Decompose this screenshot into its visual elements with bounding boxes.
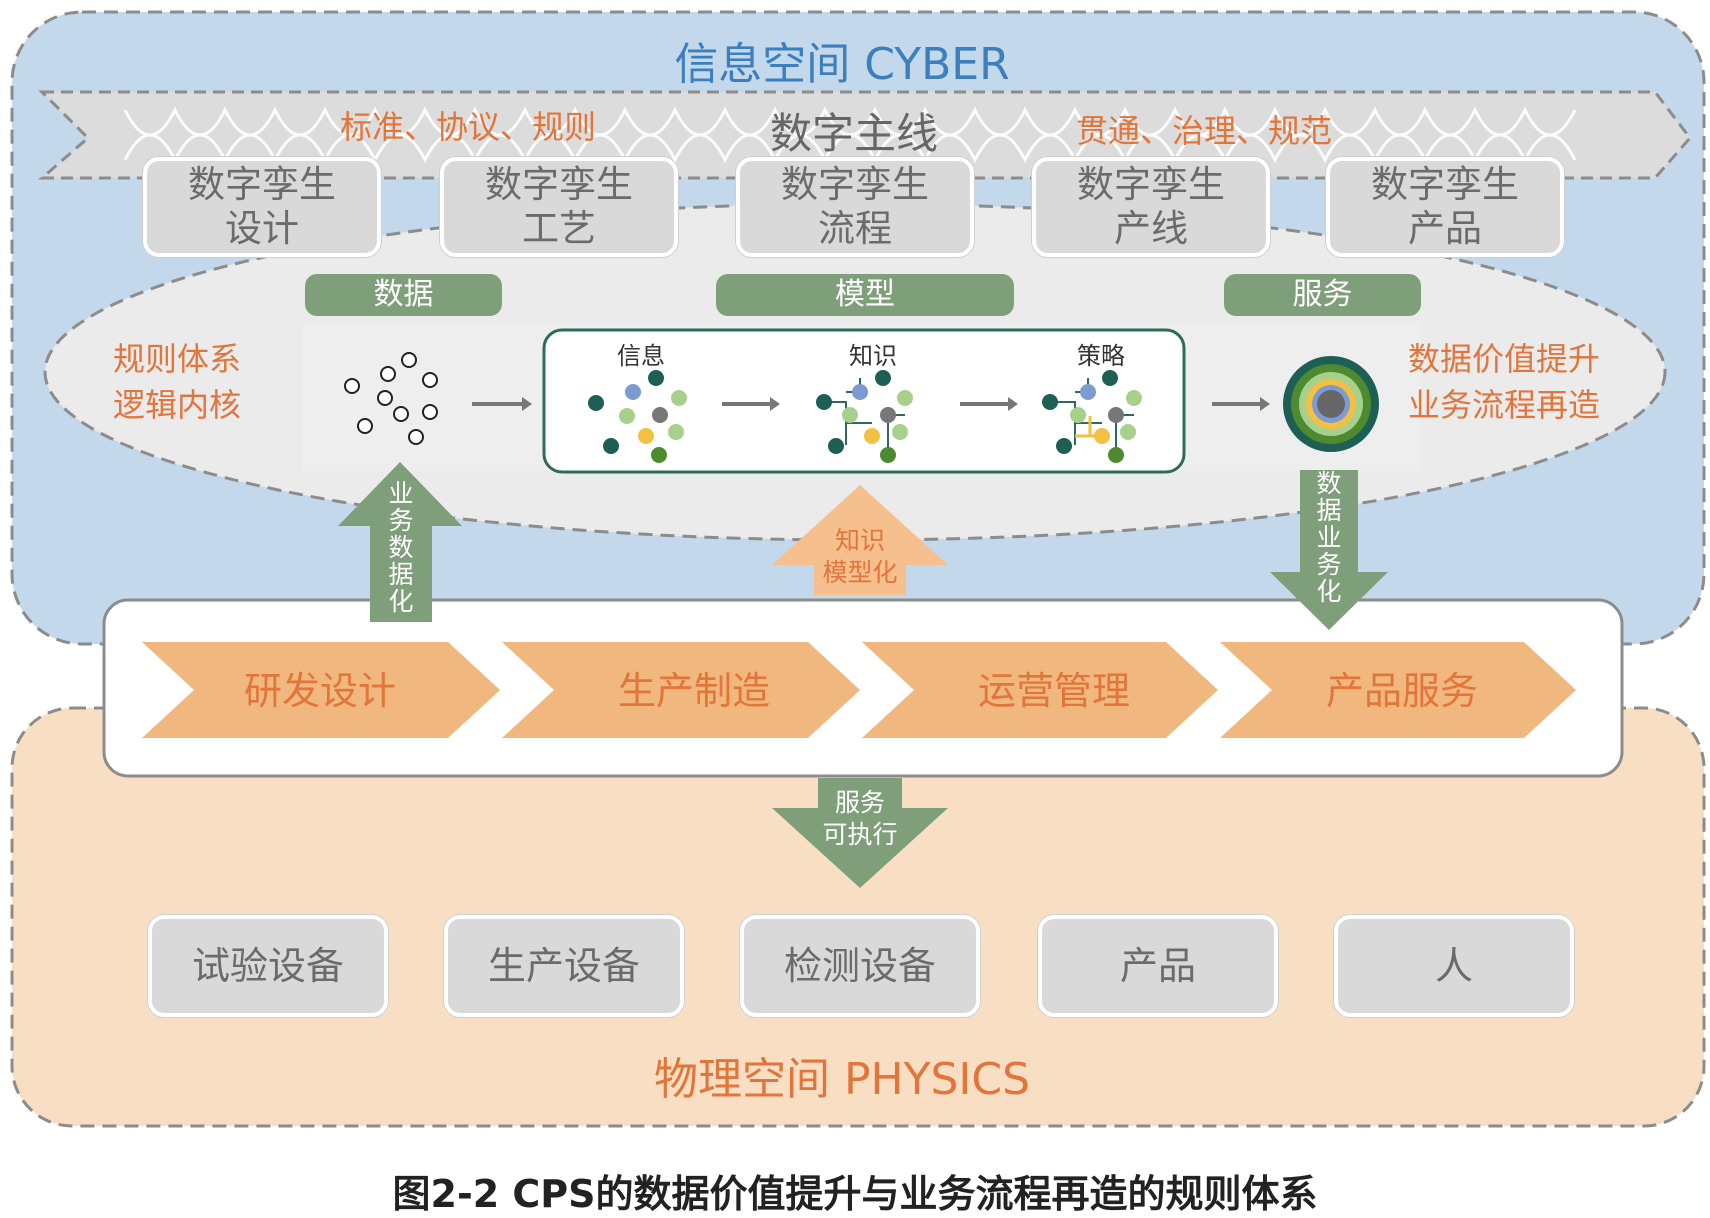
right-core-text: 数据价值提升 业务流程再造 xyxy=(1408,336,1600,428)
knowledge-model-line2: 模型化 xyxy=(822,558,898,587)
left-core-text: 规则体系 逻辑内核 xyxy=(113,336,241,428)
arrowhead xyxy=(522,397,532,411)
knowledge-model-arrow xyxy=(772,485,948,595)
twin-line: 数字孪生 产线 xyxy=(1032,157,1270,257)
cyber-title: 信息空间 CYBER xyxy=(674,39,1010,90)
dna-helix-pattern xyxy=(123,106,1577,164)
raw-data-icon xyxy=(344,352,438,445)
process-manufacturing: 生产制造 xyxy=(617,669,770,713)
info-graph-icon xyxy=(588,370,687,463)
twin-flow: 数字孪生 流程 xyxy=(736,157,974,257)
service-exec-line1: 服务 xyxy=(834,788,885,817)
knowledge-model-label: 知识 模型化 xyxy=(790,525,930,589)
twin-label-1: 数字孪生 xyxy=(1077,163,1225,206)
business-to-data-label: 业务数据化 xyxy=(388,479,414,616)
stage-frame xyxy=(542,328,1186,474)
process-rd: 研发设计 xyxy=(243,669,396,713)
pill-model: 模型 xyxy=(716,274,1014,316)
physics-title: 物理空间 PHYSICS xyxy=(653,1054,1031,1105)
twin-label-2: 产品 xyxy=(1408,207,1482,250)
left-core-line2: 逻辑内核 xyxy=(113,386,242,424)
arrowhead xyxy=(1260,397,1270,411)
service-exec-arrow xyxy=(772,778,948,888)
twin-label-1: 数字孪生 xyxy=(188,163,336,206)
arrowhead xyxy=(770,397,780,411)
twin-design: 数字孪生 设计 xyxy=(143,157,381,257)
data-to-business-label: 数据业务化 xyxy=(1316,469,1342,606)
thread-right-label: 贯通、治理、规范 xyxy=(1076,112,1333,150)
process-operations: 运营管理 xyxy=(977,669,1130,713)
phys-inspection-equipment: 检测设备 xyxy=(740,915,980,1017)
thread-center-label: 数字主线 xyxy=(770,109,939,158)
twin-label-2: 流程 xyxy=(818,207,892,250)
chevron-1 xyxy=(142,642,500,738)
stage-label-strategy: 策略 xyxy=(1077,342,1125,370)
stage-label-knowledge: 知识 xyxy=(849,342,897,370)
right-core-line2: 业务流程再造 xyxy=(1408,386,1601,424)
chevron-2 xyxy=(502,642,860,738)
phys-test-equipment: 试验设备 xyxy=(148,915,388,1017)
service-exec-line2: 可执行 xyxy=(822,820,898,849)
left-core-line1: 规则体系 xyxy=(113,340,242,378)
twin-label-1: 数字孪生 xyxy=(485,163,633,206)
stage-label-info: 信息 xyxy=(617,342,665,370)
business-to-data-arrow xyxy=(338,462,462,622)
thread-left-label: 标准、协议、规则 xyxy=(340,108,597,146)
service-exec-label: 服务 可执行 xyxy=(790,787,930,851)
data-to-business-arrow xyxy=(1270,470,1388,630)
twin-label-2: 工艺 xyxy=(522,207,596,250)
twin-label-2: 设计 xyxy=(225,207,299,250)
pill-service: 服务 xyxy=(1224,274,1421,316)
chevron-3 xyxy=(862,642,1218,738)
twin-label-2: 产线 xyxy=(1114,207,1188,250)
figure-caption: 图2-2 CPS的数据价值提升与业务流程再造的规则体系 xyxy=(392,1172,1318,1216)
twin-product: 数字孪生 产品 xyxy=(1326,157,1564,257)
twin-process: 数字孪生 工艺 xyxy=(440,157,678,257)
process-service: 产品服务 xyxy=(1325,669,1478,713)
phys-product: 产品 xyxy=(1038,915,1278,1017)
knowledge-graph-icon xyxy=(816,370,913,463)
strategy-graph-icon xyxy=(1042,370,1142,463)
pill-data: 数据 xyxy=(305,274,502,316)
phys-production-equipment: 生产设备 xyxy=(444,915,684,1017)
twin-label-1: 数字孪生 xyxy=(1371,163,1519,206)
knowledge-model-line1: 知识 xyxy=(834,526,885,555)
twin-label-1: 数字孪生 xyxy=(781,163,929,206)
chevron-4 xyxy=(1220,642,1576,738)
arrowhead xyxy=(1008,397,1018,411)
right-core-line1: 数据价值提升 xyxy=(1408,340,1601,378)
phys-person: 人 xyxy=(1334,915,1574,1017)
value-target-icon xyxy=(1283,356,1379,452)
